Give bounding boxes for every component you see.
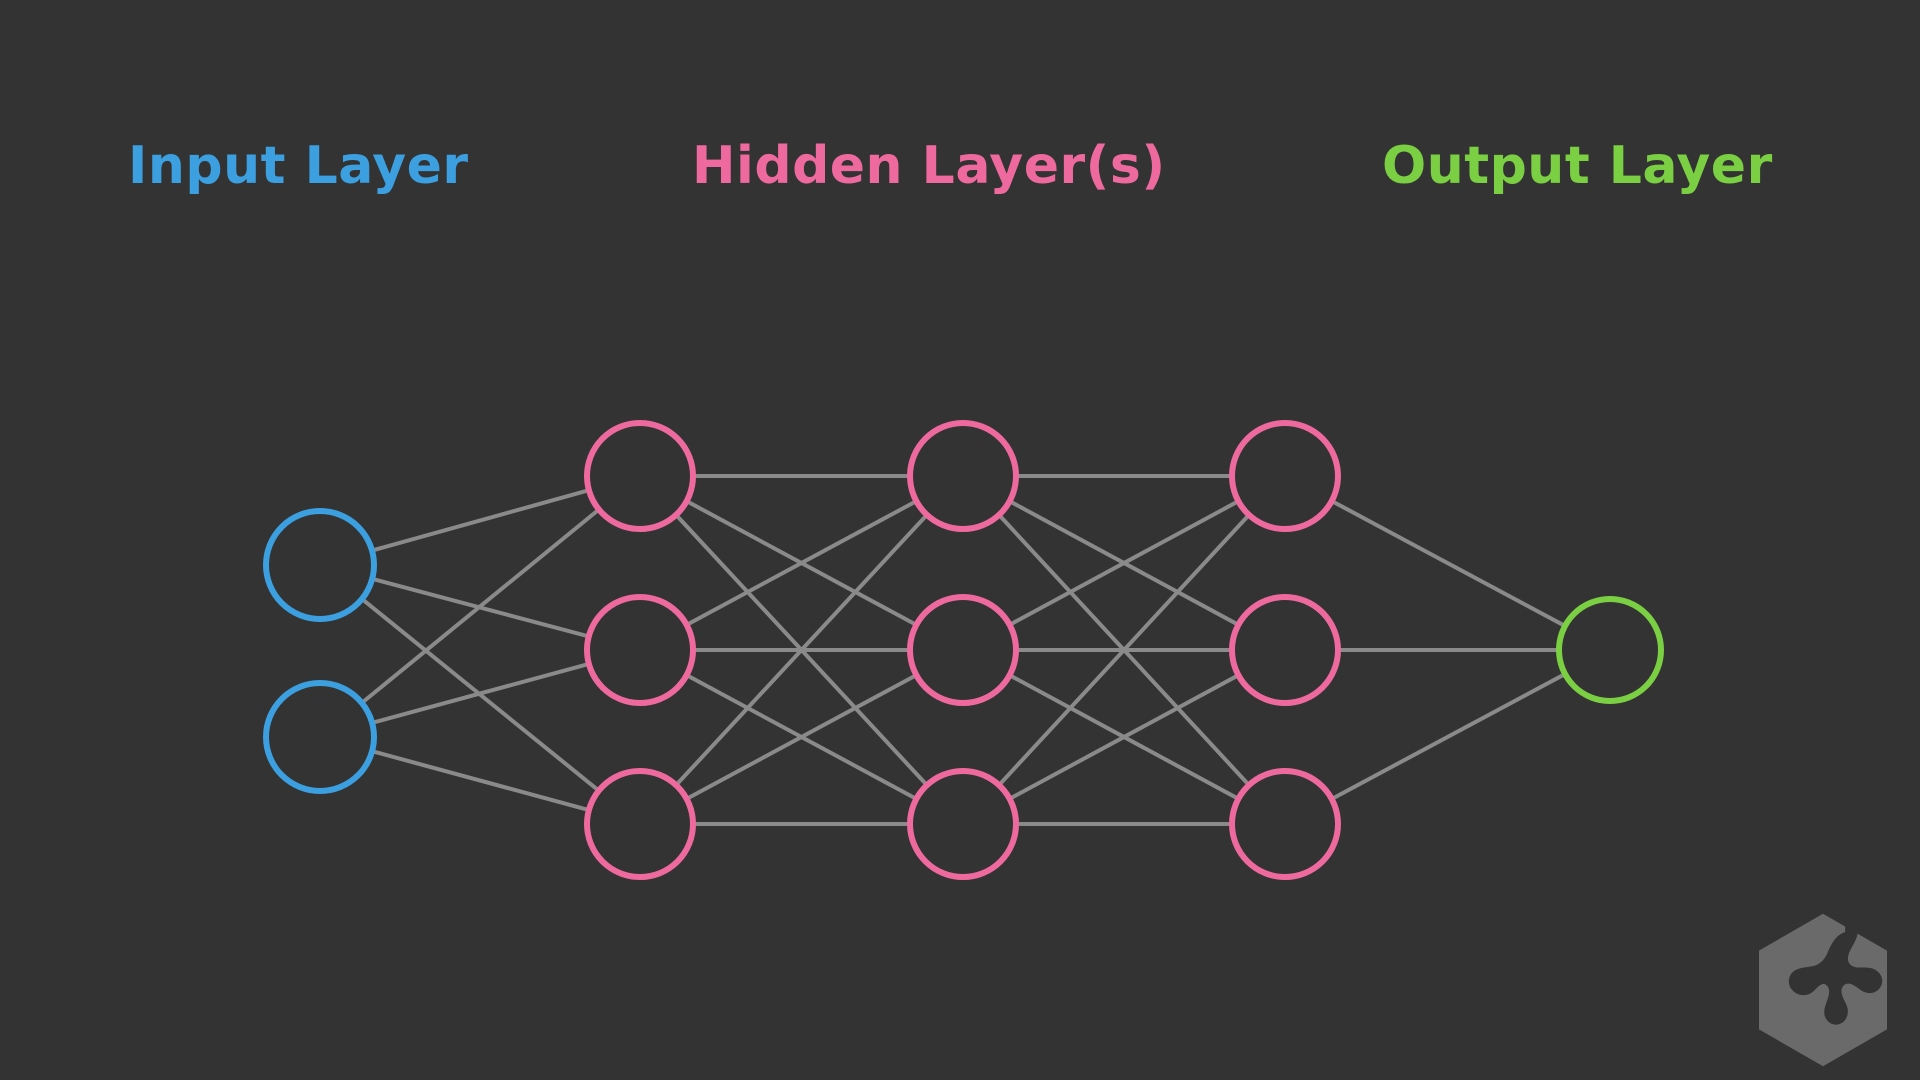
hidden-neuron-h3-3 bbox=[1229, 768, 1341, 880]
connection-edge bbox=[997, 513, 1251, 787]
watermark-logo-icon bbox=[1759, 913, 1887, 1067]
connection-edge bbox=[674, 513, 929, 787]
connection-edge bbox=[685, 499, 918, 627]
hidden-neuron-h1-3 bbox=[584, 768, 696, 880]
hidden-neuron-h3-2 bbox=[1229, 594, 1341, 706]
connection-edge bbox=[1330, 499, 1566, 628]
hexagon-shape bbox=[1759, 913, 1887, 1067]
hidden-neuron-h1-2 bbox=[584, 594, 696, 706]
hidden-neuron-h2-1 bbox=[907, 420, 1019, 532]
output-layer-title: Output Layer bbox=[1382, 136, 1773, 196]
node-group bbox=[263, 420, 1664, 880]
connection-edge bbox=[371, 661, 590, 725]
connection-edge bbox=[360, 507, 601, 705]
edge-group bbox=[360, 474, 1566, 826]
hidden-layer-title: Hidden Layer(s) bbox=[692, 136, 1166, 196]
hidden-neuron-h2-3 bbox=[907, 768, 1019, 880]
connection-edge bbox=[371, 749, 590, 813]
connection-edge bbox=[1008, 673, 1240, 801]
connection-edge bbox=[371, 488, 590, 553]
output-neuron-o1 bbox=[1556, 596, 1664, 704]
hidden-neuron-h1-1 bbox=[584, 420, 696, 532]
connection-edge bbox=[685, 673, 918, 801]
input-layer-title: Input Layer bbox=[128, 136, 469, 196]
hidden-neuron-h3-1 bbox=[1229, 420, 1341, 532]
input-neuron-i1 bbox=[263, 508, 377, 622]
connection-edge bbox=[1330, 672, 1566, 801]
hidden-neuron-h2-2 bbox=[907, 594, 1019, 706]
neuron-glyph-shape bbox=[1788, 919, 1883, 1025]
input-neuron-i2 bbox=[263, 680, 377, 794]
connection-edge bbox=[1008, 499, 1240, 627]
